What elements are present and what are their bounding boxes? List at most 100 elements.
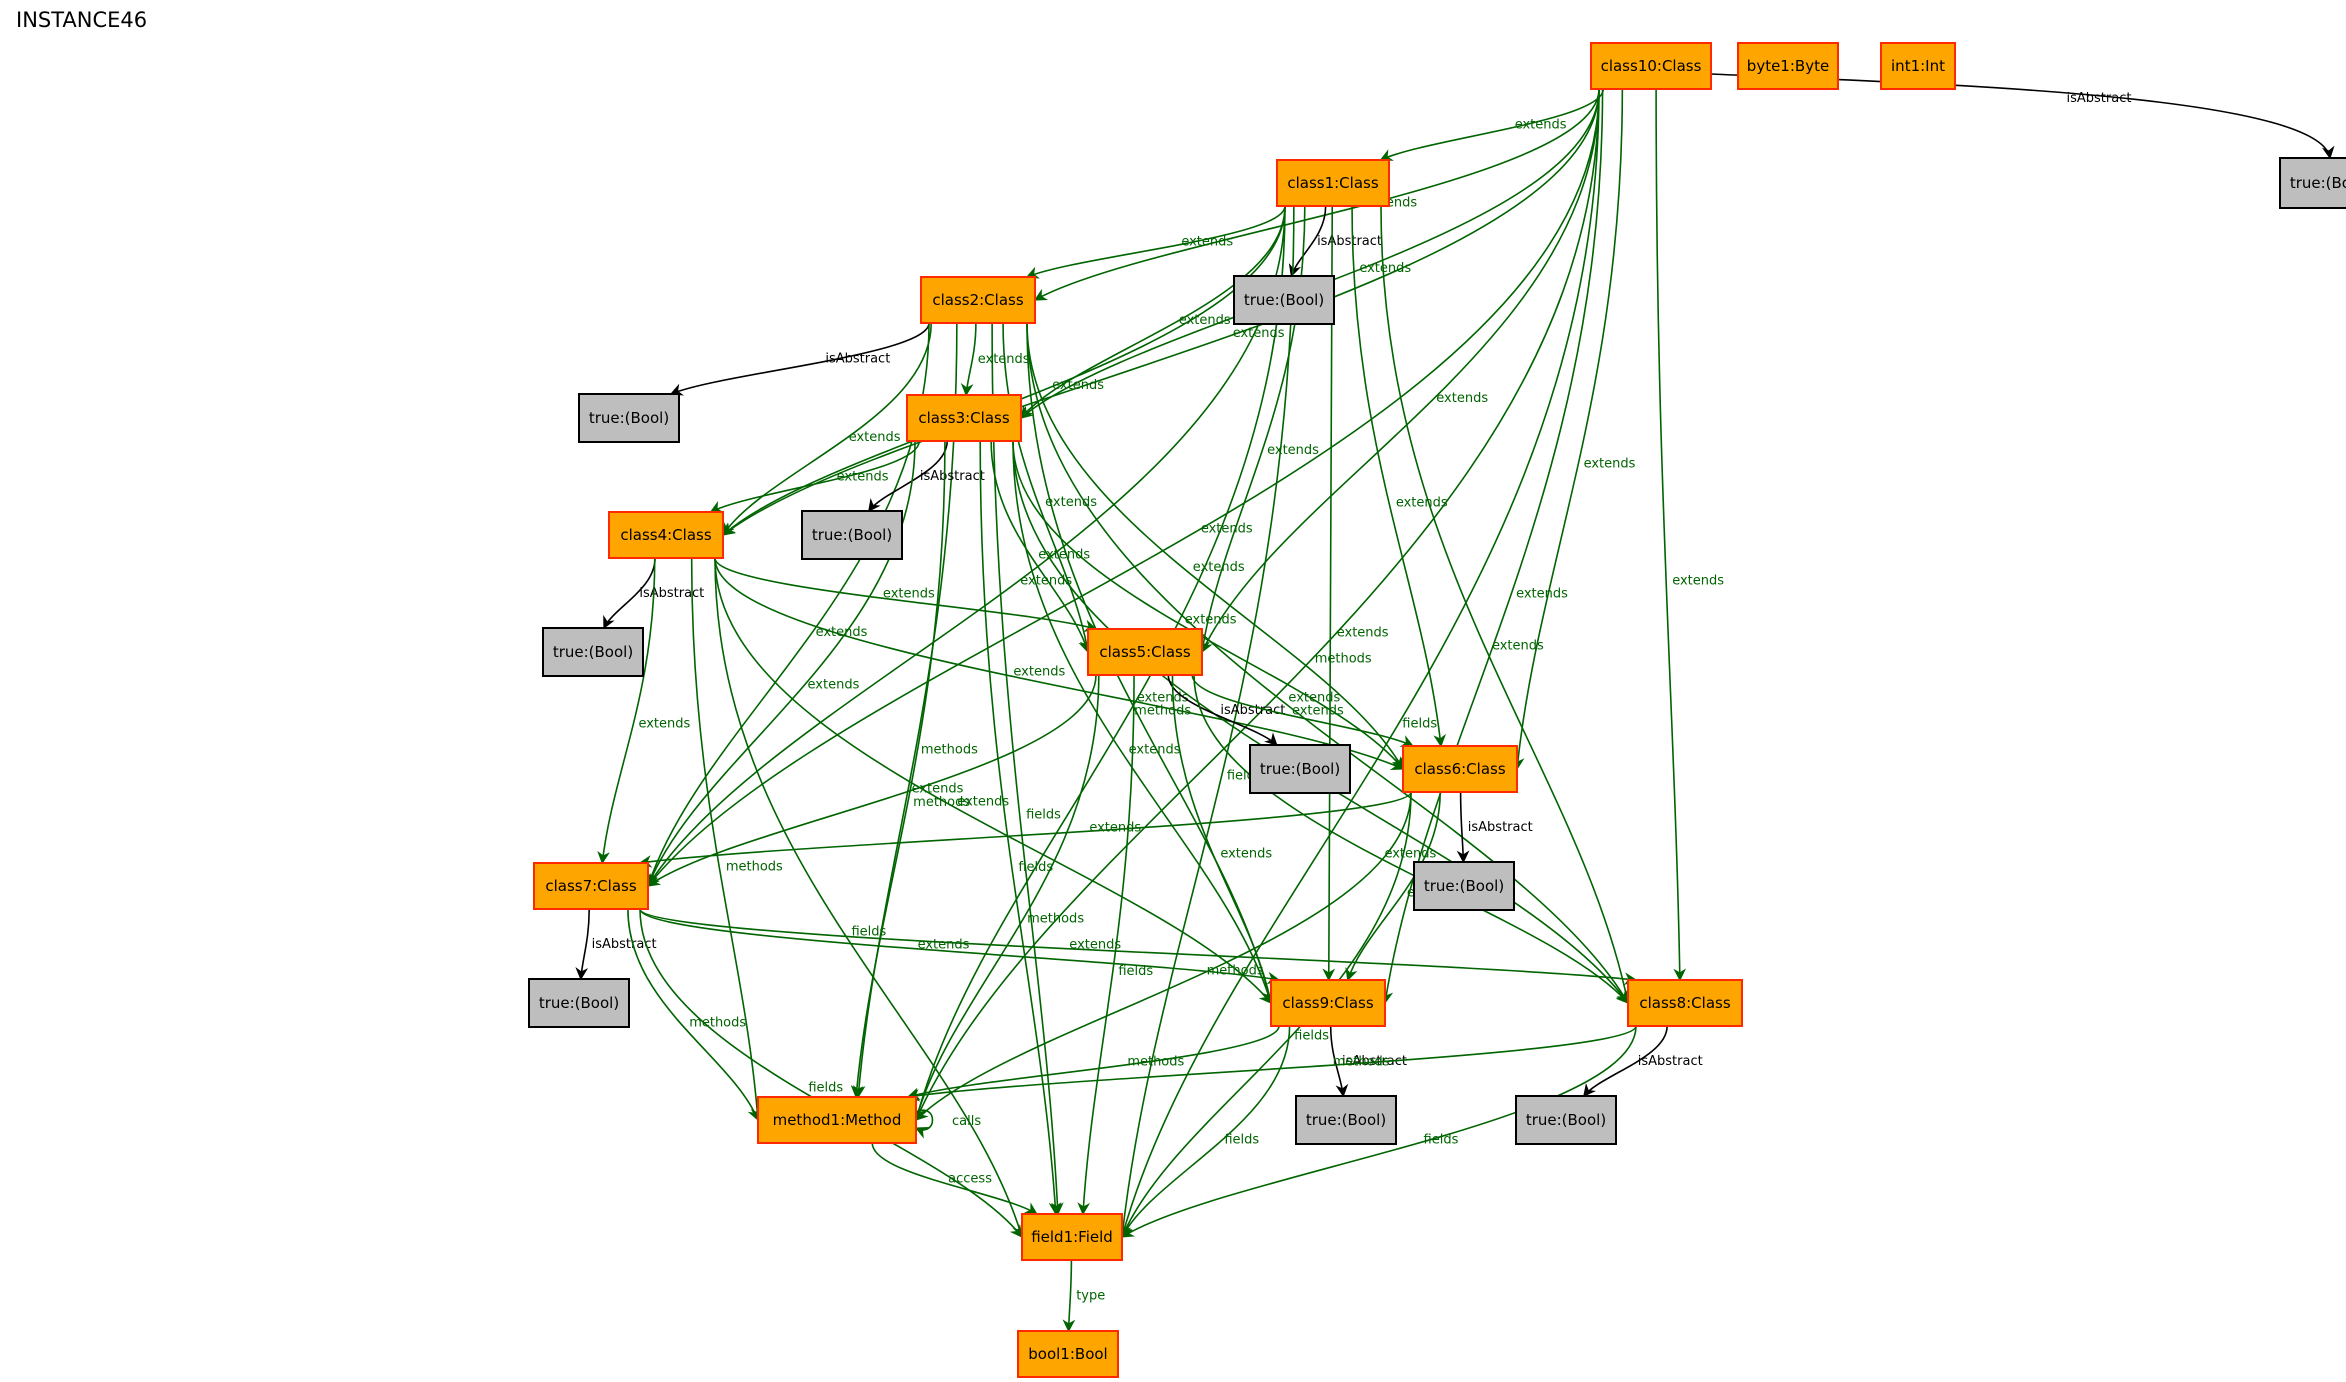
node-box-b9[interactable] xyxy=(1295,1095,1397,1145)
edge-class1-extends-class7 xyxy=(647,205,1286,888)
node-class4[interactable]: class4:Class xyxy=(608,511,724,559)
edge-label-extends: extends xyxy=(849,430,901,445)
edge-class2-methods-method1 xyxy=(852,322,958,1099)
node-box-class1[interactable] xyxy=(1276,159,1390,207)
node-label-class4: class4:Class xyxy=(620,526,711,544)
node-box-class10[interactable] xyxy=(1590,42,1712,90)
node-class7[interactable]: class7:Class xyxy=(533,862,649,910)
edge-label-isAbstract: isAbstract xyxy=(1220,703,1285,718)
node-box-b3[interactable] xyxy=(801,510,903,560)
node-box-b1[interactable] xyxy=(1233,275,1335,325)
node-class2[interactable]: class2:Class xyxy=(920,276,1036,324)
node-class1[interactable]: class1:Class xyxy=(1276,159,1390,207)
edge-label-extends: extends xyxy=(1359,261,1411,276)
node-box-class5[interactable] xyxy=(1087,628,1203,676)
node-box-method1[interactable] xyxy=(757,1096,917,1144)
node-label-class3: class3:Class xyxy=(918,409,1009,427)
edge-class10-extends-class7 xyxy=(647,88,1600,888)
node-label-class8: class8:Class xyxy=(1639,994,1730,1012)
node-class3[interactable]: class3:Class xyxy=(906,394,1022,442)
edge-class5-extends-class8 xyxy=(1193,674,1629,1004)
edge-class3-extends-class5 xyxy=(990,440,1091,654)
edge-label-extends: extends xyxy=(1516,586,1568,601)
node-class10[interactable]: class10:Class xyxy=(1590,42,1712,90)
edge-class10-extends-class4 xyxy=(721,88,1600,536)
edge-label-extends: extends xyxy=(1181,234,1233,249)
node-box-class9[interactable] xyxy=(1270,979,1386,1027)
edge-label-extends: extends xyxy=(1129,743,1181,758)
edge-class6-extends-class7 xyxy=(638,791,1412,868)
node-b3[interactable]: true:(Bool) xyxy=(801,510,903,560)
node-label-field1: field1:Field xyxy=(1031,1228,1113,1246)
edge-class1-extends-class6 xyxy=(1351,205,1447,748)
node-byte1[interactable]: byte1:Byte xyxy=(1737,42,1839,90)
node-b5[interactable]: true:(Bool) xyxy=(1249,744,1351,794)
node-class6[interactable]: class6:Class xyxy=(1402,745,1518,793)
edge-label-extends: extends xyxy=(1436,391,1488,406)
edge-label-fields: fields xyxy=(1026,808,1061,823)
node-box-b2[interactable] xyxy=(578,393,680,443)
node-b9[interactable]: true:(Bool) xyxy=(1295,1095,1397,1145)
edge-label-methods: methods xyxy=(1333,1054,1390,1069)
node-box-b6[interactable] xyxy=(1413,861,1515,911)
node-field1[interactable]: field1:Field xyxy=(1021,1213,1123,1261)
node-b1[interactable]: true:(Bool) xyxy=(1233,275,1335,325)
edge-class3-methods-method1 xyxy=(850,440,946,1099)
node-class9[interactable]: class9:Class xyxy=(1270,979,1386,1027)
node-box-b4[interactable] xyxy=(542,627,644,677)
edge-class5-extends-class6 xyxy=(1191,674,1414,747)
edge-label-extends: extends xyxy=(1288,690,1340,705)
node-b10[interactable]: true:(Bool) xyxy=(2279,157,2346,209)
edge-class1-isAbstract-b1 xyxy=(1288,205,1327,278)
node-box-bool1[interactable] xyxy=(1017,1330,1119,1378)
edge-label-fields: fields xyxy=(808,1080,843,1095)
edge-class3-fields-field1 xyxy=(979,440,1062,1216)
edge-class2-extends-class5 xyxy=(1002,322,1093,654)
edge-class2-extends-class6 xyxy=(1026,322,1404,771)
edge-class2-isAbstract-b2 xyxy=(669,322,930,396)
node-class5[interactable]: class5:Class xyxy=(1087,628,1203,676)
node-box-class4[interactable] xyxy=(608,511,724,559)
node-b2[interactable]: true:(Bool) xyxy=(578,393,680,443)
edge-label-extends: extends xyxy=(1267,443,1319,458)
edge-label-extends: extends xyxy=(1337,626,1389,641)
node-box-byte1[interactable] xyxy=(1737,42,1839,90)
node-method1[interactable]: method1:Method xyxy=(757,1096,917,1144)
node-box-b10[interactable] xyxy=(2279,157,2346,209)
node-box-b5[interactable] xyxy=(1249,744,1351,794)
node-bool1[interactable]: bool1:Bool xyxy=(1017,1330,1119,1378)
edge-label-extends: extends xyxy=(957,795,1009,810)
edge-label-methods: methods xyxy=(689,1015,746,1030)
node-int1[interactable]: int1:Int xyxy=(1880,42,1956,90)
node-label-b5: true:(Bool) xyxy=(1260,760,1340,778)
edge-label-fields: fields xyxy=(1018,860,1053,875)
node-box-class8[interactable] xyxy=(1627,979,1743,1027)
node-class8[interactable]: class8:Class xyxy=(1627,979,1743,1027)
edge-class10-extends-class6 xyxy=(1511,88,1624,771)
node-b8[interactable]: true:(Bool) xyxy=(1515,1095,1617,1145)
node-label-b8: true:(Bool) xyxy=(1526,1111,1606,1129)
node-b4[interactable]: true:(Bool) xyxy=(542,627,644,677)
node-b6[interactable]: true:(Bool) xyxy=(1413,861,1515,911)
node-b7[interactable]: true:(Bool) xyxy=(528,978,630,1028)
edge-label-fields: fields xyxy=(1294,1029,1329,1044)
node-box-class2[interactable] xyxy=(920,276,1036,324)
edge-label-fields: fields xyxy=(1224,1132,1259,1147)
edge-class8-methods-method1 xyxy=(906,1025,1637,1102)
edge-class1-extends-class4 xyxy=(722,205,1286,536)
edge-label-extends: extends xyxy=(1052,378,1104,393)
edge-label-extends: extends xyxy=(1045,495,1097,510)
node-box-int1[interactable] xyxy=(1880,42,1956,90)
node-box-class6[interactable] xyxy=(1402,745,1518,793)
edge-class6-extends-class9 xyxy=(1345,791,1441,982)
node-box-b7[interactable] xyxy=(528,978,630,1028)
node-box-field1[interactable] xyxy=(1021,1213,1123,1261)
node-box-b8[interactable] xyxy=(1515,1095,1617,1145)
edge-label-extends: extends xyxy=(837,469,889,484)
node-box-class3[interactable] xyxy=(906,394,1022,442)
edge-class7-methods-method1 xyxy=(627,908,760,1122)
node-label-b1: true:(Bool) xyxy=(1244,291,1324,309)
edge-class4-extends-class5 xyxy=(714,557,1098,633)
edge-label-isAbstract: isAbstract xyxy=(2067,91,2132,106)
node-box-class7[interactable] xyxy=(533,862,649,910)
